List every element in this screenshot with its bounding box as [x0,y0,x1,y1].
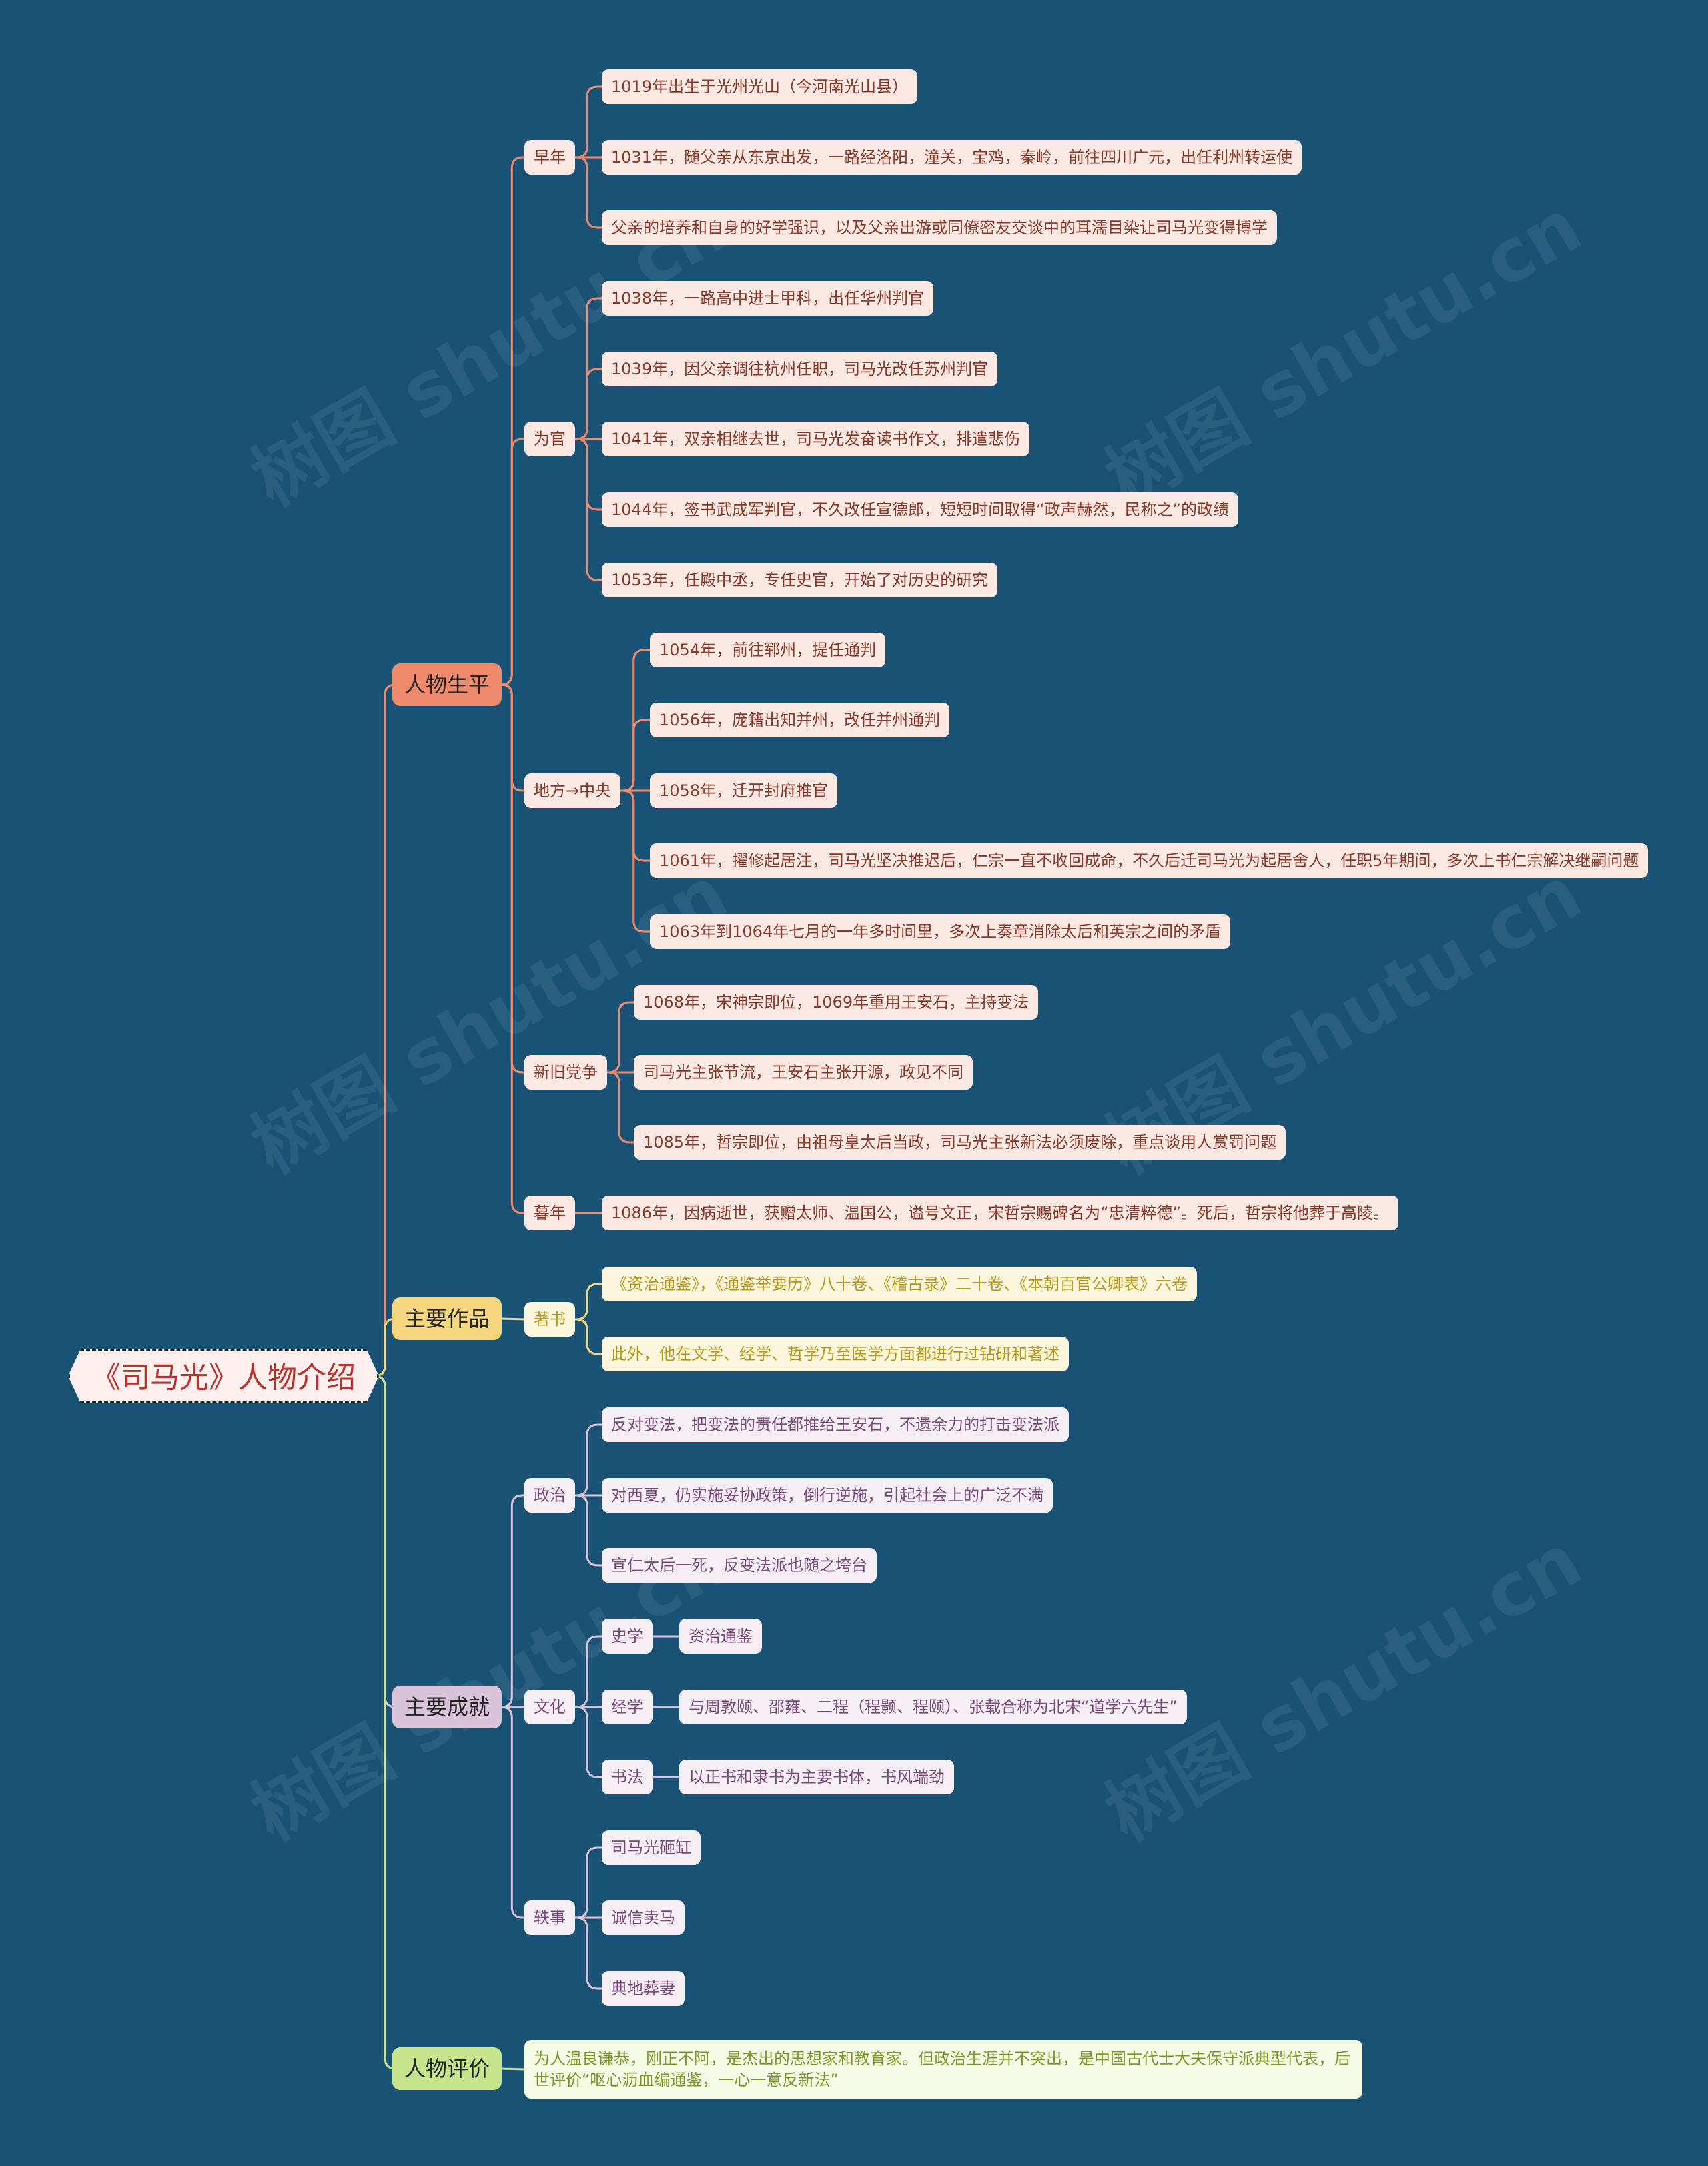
topic-works[interactable]: 主要作品 [392,1297,502,1340]
connector [374,683,396,1377]
group-party-struggle[interactable]: 新旧党争 [524,1055,607,1090]
leaf-local-1[interactable]: 1054年，前往郓州，提任通判 [650,633,886,667]
leaf-early-2[interactable]: 1031年，随父亲从东京出发，一路经洛阳，潼关，宝鸡，秦岭，前往四川广元，出任利… [602,140,1302,175]
leaf-anecdote-2[interactable]: 诚信卖马 [602,1900,685,1935]
group-early-years[interactable]: 早年 [524,140,575,175]
group-culture[interactable]: 文化 [524,1690,575,1724]
root-topic[interactable]: 《司马光》人物介绍 [68,1349,379,1403]
leaf-anecdote-1[interactable]: 司马光砸缸 [602,1830,701,1865]
connector [501,683,524,1214]
connector [575,438,602,581]
connector [575,1635,602,1708]
leaf-party-2[interactable]: 司马光主张节流，王安石主张开源，政见不同 [634,1055,973,1090]
connector [575,1706,602,1778]
connector [575,1916,602,1990]
connector [575,368,602,440]
leaf-official-4[interactable]: 1044年，签书武成军判官，不久改任宣德郎，短短时间取得“政声赫然，民称之”的政… [602,492,1238,527]
connector [501,1494,524,1708]
connector [575,1494,602,1567]
topic-evaluation[interactable]: 人物评价 [392,2047,502,2090]
connector [575,156,602,229]
connector [575,85,602,159]
leaf-official-1[interactable]: 1038年，一路高中进士甲科，出任华州判官 [602,281,934,316]
sub-calligraphy[interactable]: 书法 [602,1760,653,1794]
leaf-official-5[interactable]: 1053年，任殿中丞，专任史官，开始了对历史的研究 [602,563,998,597]
connector [575,1846,602,1919]
topic-achievements[interactable]: 主要成就 [392,1686,502,1728]
leaf-calligraphy[interactable]: 以正书和隶书为主要书体，书风端劲 [679,1760,954,1794]
connector [575,1283,602,1321]
connector [607,1001,634,1074]
group-official[interactable]: 为官 [524,422,575,456]
leaf-history[interactable]: 资治通鉴 [679,1619,762,1654]
connector [575,1423,602,1497]
leaf-politics-2[interactable]: 对西夏，仍实施妥协政策，倒行逆施，引起社会上的广泛不满 [602,1478,1053,1513]
connector [501,1706,524,1919]
leaf-local-4[interactable]: 1061年，擢修起居注，司马光坚决推迟后，仁宗一直不收回成命，不久后迁司马光为起… [650,843,1649,878]
leaf-local-5[interactable]: 1063年到1064年七月的一年多时间里，多次上奏章消除太后和英宗之间的矛盾 [650,914,1231,949]
leaf-classics[interactable]: 与周敦颐、邵雍、二程（程颢、程颐）、张载合称为北宋“道学六先生” [679,1690,1187,1724]
connector [620,789,650,862]
leaf-late-1[interactable]: 1086年，因病逝世，获赠太师、温国公，谥号文正，宋哲宗赐碑名为“忠清粹德”。死… [602,1196,1398,1230]
leaf-official-3[interactable]: 1041年，双亲相继去世，司马光发奋读书作文，排遣悲伤 [602,422,1030,456]
connector [575,438,602,511]
topic-life[interactable]: 人物生平 [392,663,502,706]
group-anecdotes[interactable]: 轶事 [524,1900,575,1935]
leaf-local-3[interactable]: 1058年，迁开封府推官 [650,773,838,808]
leaf-local-2[interactable]: 1056年，庞籍出知并州，改任并州通判 [650,703,950,737]
connector [607,1071,634,1144]
group-local-central[interactable]: 地方→中央 [524,773,621,808]
connector [501,438,524,686]
sub-history[interactable]: 史学 [602,1619,653,1654]
leaf-party-3[interactable]: 1085年，哲宗即位，由祖母皇太后当政，司马光主张新法必须废除，重点谈用人赏罚问… [634,1125,1286,1160]
group-books[interactable]: 著书 [524,1302,575,1337]
sub-classics[interactable]: 经学 [602,1690,653,1724]
leaf-official-2[interactable]: 1039年，因父亲调往杭州任职，司马光改任苏州判官 [602,352,998,386]
connector [575,1318,602,1355]
leaf-politics-3[interactable]: 宣仁太后一死，反变法派也随之垮台 [602,1548,877,1583]
leaf-early-1[interactable]: 1019年出生于光州光山（今河南光山县） [602,69,918,104]
evaluation-text[interactable]: 为人温良谦恭，刚正不阿，是杰出的思想家和教育家。但政治生涯并不突出，是中国古代士… [524,2040,1362,2099]
leaf-politics-1[interactable]: 反对变法，把变法的责任都推给王安石，不遗余力的打击变法派 [602,1407,1069,1442]
connector [620,719,650,792]
group-politics[interactable]: 政治 [524,1478,575,1513]
leaf-anecdote-3[interactable]: 典地葬妻 [602,1971,685,2006]
leaf-early-3[interactable]: 父亲的培养和自身的好学强识，以及父亲出游或同僚密友交谈中的耳濡目染让司马光变得博… [602,210,1277,245]
group-late-years[interactable]: 暮年 [524,1196,575,1230]
leaf-books-1[interactable]: 《资治通鉴》，《通鉴举要历》八十卷、《稽古录》二十卷、《本朝百官公卿表》六卷 [602,1267,1197,1301]
connector [620,789,650,933]
leaf-books-2[interactable]: 此外，他在文学、经学、哲学乃至医学方面都进行过钻研和著述 [602,1337,1069,1371]
leaf-party-1[interactable]: 1068年，宋神宗即位，1069年重用王安石，主持变法 [634,985,1039,1020]
